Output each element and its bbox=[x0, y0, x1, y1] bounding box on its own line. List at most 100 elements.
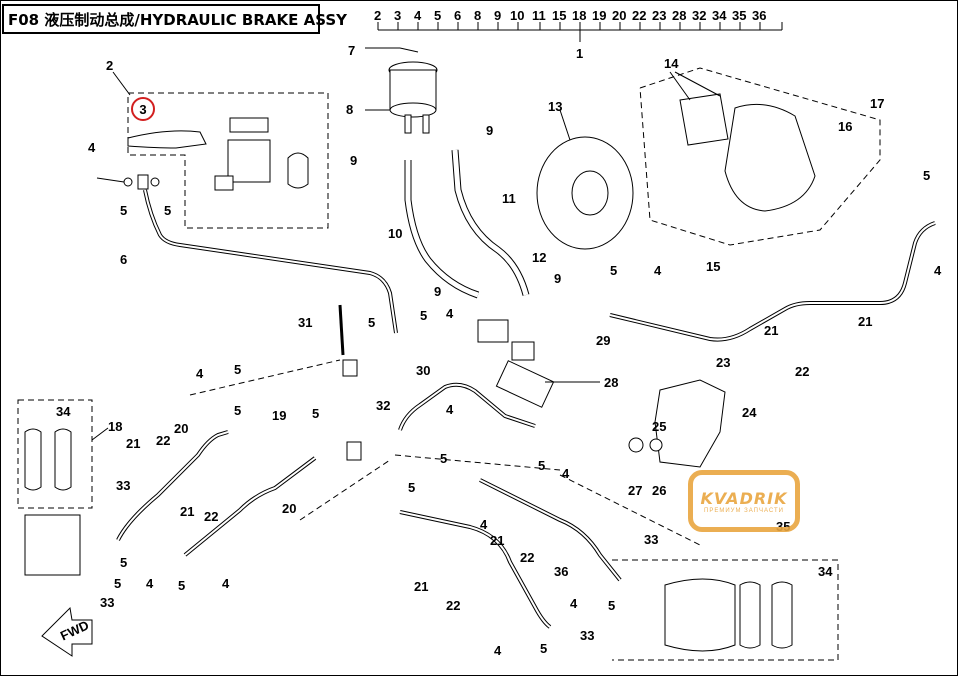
callout-5: 5 bbox=[440, 451, 447, 466]
top-callout-bracket bbox=[377, 22, 783, 42]
callout-34: 34 bbox=[818, 564, 833, 579]
callout-21: 21 bbox=[180, 504, 194, 519]
leader-lines bbox=[189, 359, 701, 546]
strip-label-35: 35 bbox=[732, 8, 746, 23]
callout-5: 5 bbox=[120, 555, 127, 570]
callout-22: 22 bbox=[446, 598, 460, 613]
callout-22: 22 bbox=[795, 364, 809, 379]
brake-hose-6 bbox=[143, 189, 398, 334]
callout-5: 5 bbox=[538, 458, 545, 473]
callout-5: 5 bbox=[164, 203, 171, 218]
junction-block bbox=[338, 304, 362, 461]
callout-17: 17 bbox=[870, 96, 884, 111]
callout-24: 24 bbox=[742, 405, 757, 420]
callout-5: 5 bbox=[610, 263, 617, 278]
callout-labels: 2 3 4 5 6 8 9 10 11 15 18 19 20 22 23 28… bbox=[56, 8, 942, 658]
watermark-text: KVADRIK bbox=[700, 488, 788, 508]
callout-15: 15 bbox=[706, 259, 720, 274]
callout-28: 28 bbox=[604, 375, 618, 390]
callout-6: 6 bbox=[120, 252, 127, 267]
callout-5: 5 bbox=[608, 598, 615, 613]
callout-9: 9 bbox=[554, 271, 561, 286]
callout-5: 5 bbox=[114, 576, 121, 591]
callout-21: 21 bbox=[414, 579, 428, 594]
callout-32: 32 bbox=[376, 398, 390, 413]
callout-25: 25 bbox=[652, 419, 666, 434]
callout-11: 11 bbox=[502, 191, 516, 206]
strip-label-11: 11 bbox=[532, 8, 546, 23]
callout-4: 4 bbox=[196, 366, 204, 381]
callout-4: 4 bbox=[88, 140, 96, 155]
callout-5: 5 bbox=[420, 308, 427, 323]
strip-label-3: 3 bbox=[394, 8, 401, 23]
strip-label-34: 34 bbox=[712, 8, 727, 23]
strip-label-10: 10 bbox=[510, 8, 524, 23]
rear-right-caliper-group bbox=[612, 559, 839, 661]
page-title: F08 液压制动总成/HYDRAULIC BRAKE ASSY bbox=[8, 10, 348, 29]
callout-4: 4 bbox=[654, 263, 662, 278]
callout-5: 5 bbox=[540, 641, 547, 656]
callout-26: 26 bbox=[652, 483, 666, 498]
title-box: F08 液压制动总成/HYDRAULIC BRAKE ASSY bbox=[2, 4, 347, 34]
master-cylinder-group bbox=[96, 71, 329, 229]
assembly-label-1: 1 bbox=[576, 46, 583, 61]
callout-4: 4 bbox=[494, 643, 502, 658]
callout-22: 22 bbox=[204, 509, 218, 524]
callout-18: 18 bbox=[108, 419, 122, 434]
callout-2: 2 bbox=[106, 58, 113, 73]
callout-19: 19 bbox=[272, 408, 286, 423]
fwd-arrow bbox=[41, 606, 93, 657]
callout-4: 4 bbox=[446, 306, 454, 321]
strip-label-28: 28 bbox=[672, 8, 686, 23]
callout-5: 5 bbox=[120, 203, 127, 218]
callout-23: 23 bbox=[716, 355, 730, 370]
highlighted-callout-3[interactable]: 3 bbox=[131, 97, 155, 121]
strip-label-19: 19 bbox=[592, 8, 606, 23]
strip-label-32: 32 bbox=[692, 8, 706, 23]
proportioning-valve bbox=[477, 319, 600, 408]
callout-36: 36 bbox=[554, 564, 568, 579]
strip-label-6: 6 bbox=[454, 8, 461, 23]
callout-21: 21 bbox=[490, 533, 504, 548]
callout-5: 5 bbox=[368, 315, 375, 330]
reservoir-assembly bbox=[365, 47, 438, 134]
callout-4: 4 bbox=[562, 466, 570, 481]
callout-27: 27 bbox=[628, 483, 642, 498]
callout-12: 12 bbox=[532, 250, 546, 265]
strip-label-23: 23 bbox=[652, 8, 666, 23]
strip-label-15: 15 bbox=[552, 8, 566, 23]
callout-4: 4 bbox=[222, 576, 230, 591]
strip-label-5: 5 bbox=[434, 8, 441, 23]
strip-label-8: 8 bbox=[474, 8, 481, 23]
callout-8: 8 bbox=[346, 102, 353, 117]
callout-29: 29 bbox=[596, 333, 610, 348]
watermark-subtext: ПРЕМИУМ ЗАПЧАСТИ bbox=[704, 507, 784, 514]
callout-16: 16 bbox=[838, 119, 852, 134]
callout-33: 33 bbox=[116, 478, 130, 493]
brake-disc bbox=[536, 109, 634, 250]
callout-5: 5 bbox=[234, 403, 241, 418]
callout-5: 5 bbox=[234, 362, 241, 377]
callout-14: 14 bbox=[664, 56, 679, 71]
callout-4: 4 bbox=[480, 517, 488, 532]
rear-left-caliper-group bbox=[17, 399, 109, 576]
callout-22: 22 bbox=[156, 433, 170, 448]
callout-4: 4 bbox=[146, 576, 154, 591]
callout-20: 20 bbox=[282, 501, 296, 516]
strip-label-9: 9 bbox=[494, 8, 501, 23]
callout-33: 33 bbox=[580, 628, 594, 643]
callout-4: 4 bbox=[570, 596, 578, 611]
callout-21: 21 bbox=[764, 323, 778, 338]
strip-label-4: 4 bbox=[414, 8, 422, 23]
strip-label-36: 36 bbox=[752, 8, 766, 23]
callout-10: 10 bbox=[388, 226, 402, 241]
brake-pedal-group bbox=[628, 379, 726, 468]
callout-33: 33 bbox=[100, 595, 114, 610]
callout-31: 31 bbox=[298, 315, 312, 330]
callout-4: 4 bbox=[934, 263, 942, 278]
front-caliper-group bbox=[639, 67, 881, 246]
callout-34: 34 bbox=[56, 404, 71, 419]
callout-4: 4 bbox=[446, 402, 454, 417]
callout-5: 5 bbox=[923, 168, 930, 183]
